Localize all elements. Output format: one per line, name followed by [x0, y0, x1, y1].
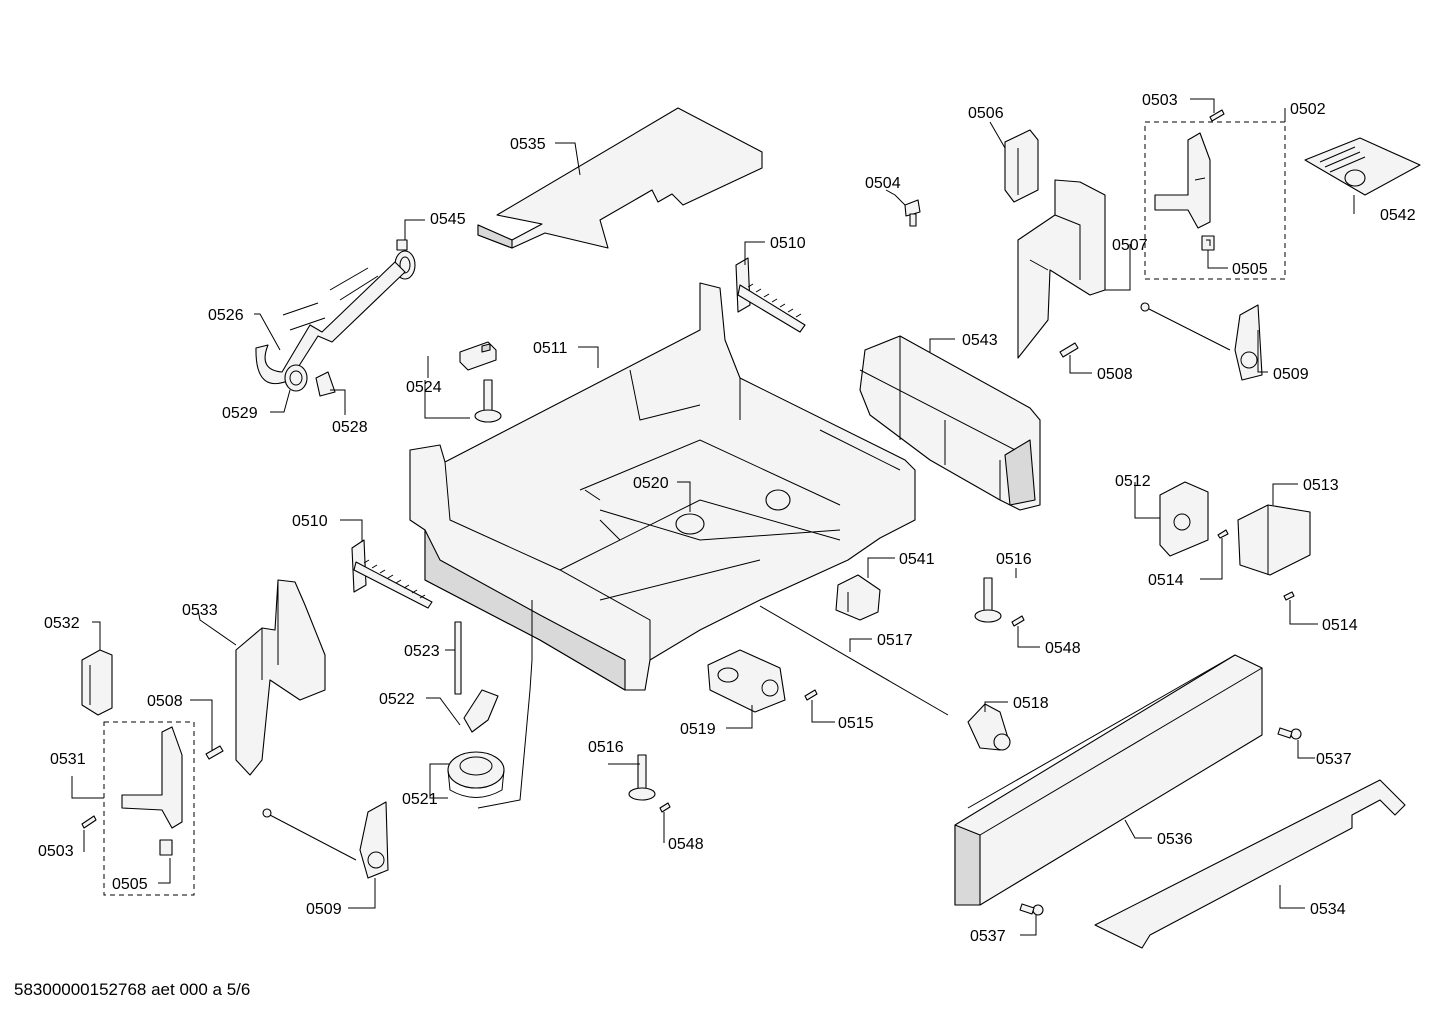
part-0507-bracket[interactable]: [1017, 179, 1106, 359]
part-0510-spring-upper[interactable]: [735, 257, 806, 333]
label-0516-lower: 0516: [588, 739, 624, 756]
label-0513: 0513: [1303, 477, 1339, 494]
label-0537-right: 0537: [1316, 751, 1352, 768]
label-0504: 0504: [865, 175, 901, 192]
part-0537-screw-right[interactable]: [1277, 727, 1302, 740]
label-0535: 0535: [510, 136, 546, 153]
part-0503-screw-upper[interactable]: [1209, 109, 1225, 122]
label-0543: 0543: [962, 332, 998, 349]
part-0517-rod[interactable]: [759, 605, 949, 716]
label-0514-b: 0514: [1322, 617, 1358, 634]
label-0518: 0518: [1013, 695, 1049, 712]
label-0514-a: 0514: [1148, 572, 1184, 589]
part-0508-screw-lower[interactable]: [205, 745, 224, 760]
part-0519-valve[interactable]: [707, 649, 786, 713]
label-0507: 0507: [1112, 237, 1148, 254]
label-0519: 0519: [680, 721, 716, 738]
label-0534: 0534: [1310, 901, 1346, 918]
part-0504-sensor[interactable]: [904, 199, 921, 227]
part-0515-screw[interactable]: [804, 689, 818, 701]
label-0508-upper: 0508: [1097, 366, 1133, 383]
part-0541-pump[interactable]: [835, 574, 881, 621]
part-0533-bracket[interactable]: [235, 579, 326, 776]
part-0511-base-tub[interactable]: [409, 282, 916, 691]
label-0508-lower: 0508: [147, 693, 183, 710]
label-0532: 0532: [44, 615, 80, 632]
label-0524: 0524: [406, 379, 442, 396]
part-0548-screw-right[interactable]: [1011, 615, 1025, 627]
label-0545: 0545: [430, 211, 466, 228]
part-0518-knob[interactable]: [967, 703, 1011, 751]
part-0534-cover-strip[interactable]: [1094, 779, 1406, 949]
leader-lines: [71, 98, 1355, 936]
part-0505-clip-lower[interactable]: [159, 839, 173, 856]
label-0531: 0531: [50, 751, 86, 768]
part-0537-screw-lower[interactable]: [1019, 903, 1044, 916]
label-0510-lower: 0510: [292, 513, 328, 530]
label-0523: 0523: [404, 643, 440, 660]
part-0516-screw-right[interactable]: [974, 577, 1002, 623]
part-0529-clamp[interactable]: [284, 364, 308, 392]
label-0503-upper: 0503: [1142, 92, 1178, 109]
label-0542: 0542: [1380, 207, 1416, 224]
label-0533: 0533: [182, 602, 218, 619]
part-0505-clip-upper[interactable]: [1201, 235, 1215, 251]
label-0509-lower: 0509: [306, 901, 342, 918]
part-0526-drain-hose[interactable]: [255, 261, 406, 385]
label-0529: 0529: [222, 405, 258, 422]
part-0506-cover[interactable]: [1004, 129, 1039, 203]
part-0524-screw[interactable]: [474, 379, 502, 423]
label-0548-right: 0548: [1045, 640, 1081, 657]
label-0505-upper: 0505: [1232, 261, 1268, 278]
label-0509-upper: 0509: [1273, 366, 1309, 383]
part-0531-kit-bracket[interactable]: [121, 726, 183, 829]
label-0528: 0528: [332, 419, 368, 436]
part-0543-control-module[interactable]: [859, 335, 1041, 511]
label-0521: 0521: [402, 791, 438, 808]
part-0509-thermo-upper[interactable]: [1140, 302, 1263, 381]
document-footer-id: 58300000152768 aet 000 a 5/6: [14, 980, 251, 999]
label-0505-lower: 0505: [112, 876, 148, 893]
label-0537-lower: 0537: [970, 928, 1006, 945]
label-0512: 0512: [1115, 473, 1151, 490]
part-0514-screw-b[interactable]: [1283, 591, 1295, 601]
part-0502-kit-bracket[interactable]: [1154, 132, 1211, 229]
label-0515: 0515: [838, 715, 874, 732]
label-0511: 0511: [533, 340, 568, 357]
part-number-labels: 0535 0545 0526 0529 0528 0524 0510 0511 …: [38, 92, 1416, 945]
part-0508-screw-upper[interactable]: [1059, 342, 1079, 358]
part-0528-holder[interactable]: [315, 371, 336, 397]
label-0510-upper: 0510: [770, 235, 806, 252]
label-0536: 0536: [1157, 831, 1193, 848]
part-0514-screw-a[interactable]: [1217, 529, 1229, 539]
kit-0531-dashed-box: [103, 721, 195, 896]
part-0512-housing[interactable]: [1159, 481, 1209, 557]
label-0517: 0517: [877, 632, 913, 649]
label-0502: 0502: [1290, 101, 1326, 118]
label-0548-lower: 0548: [668, 836, 704, 853]
label-0522: 0522: [379, 691, 415, 708]
part-0523-rod[interactable]: [454, 621, 462, 695]
part-0503-screw-lower[interactable]: [81, 815, 97, 829]
label-0541: 0541: [899, 551, 935, 568]
part-0532-cover[interactable]: [81, 649, 113, 716]
part-0509-thermo-lower[interactable]: [262, 801, 389, 879]
part-0535-insulation-mat[interactable]: [477, 107, 763, 249]
label-0520: 0520: [633, 475, 669, 492]
kit-0502-dashed-box: [1144, 121, 1286, 280]
part-0521-impeller-cap[interactable]: [447, 751, 505, 798]
part-0513-cover[interactable]: [1237, 504, 1311, 576]
part-0522-sensor[interactable]: [463, 689, 499, 733]
part-0548-screw-lower[interactable]: [659, 802, 671, 813]
label-0526: 0526: [208, 307, 244, 324]
part-0536-kick-panel[interactable]: [954, 654, 1263, 906]
label-0503-lower: 0503: [38, 843, 74, 860]
part-0510-spring-lower[interactable]: [351, 539, 433, 609]
part-0542-screw-bag[interactable]: [1304, 137, 1421, 196]
part-0524-cap[interactable]: [459, 341, 497, 371]
label-0506: 0506: [968, 105, 1004, 122]
label-0516-right: 0516: [996, 551, 1032, 568]
part-0516-screw-lower[interactable]: [628, 754, 656, 801]
